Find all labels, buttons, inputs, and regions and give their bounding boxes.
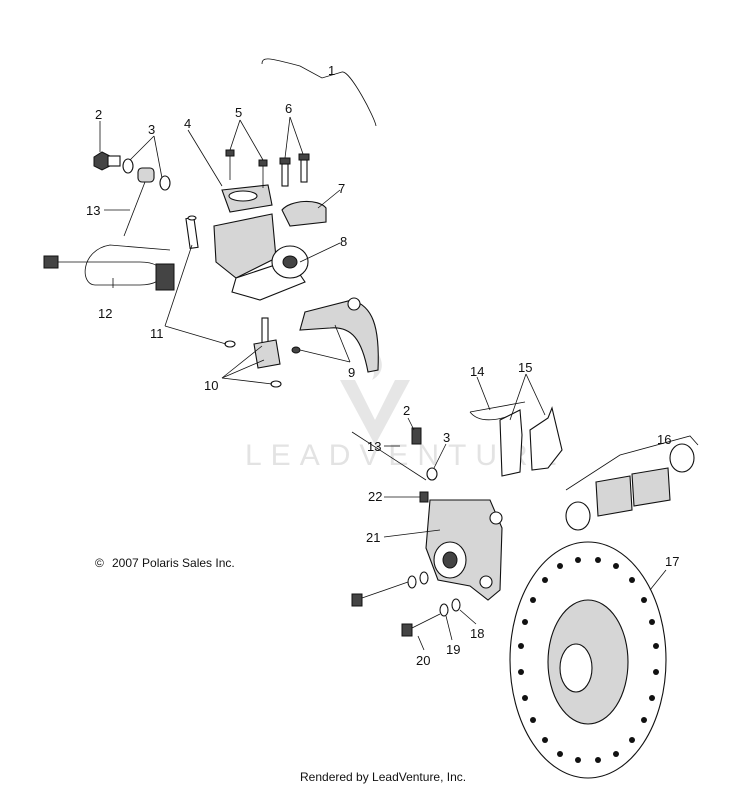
callout-4: 4 <box>184 116 191 131</box>
piston-and-seals <box>565 443 695 531</box>
callout-10: 10 <box>204 378 218 393</box>
clamp-bolts <box>279 153 310 187</box>
callout-17: 17 <box>665 554 679 569</box>
callout-8: 8 <box>340 234 347 249</box>
callout-13-lower: 13 <box>367 439 381 454</box>
master-cylinder-body <box>213 213 309 301</box>
callout-15: 15 <box>518 360 532 375</box>
handlebar-clamp <box>281 200 327 227</box>
leader-lines-upper <box>99 116 351 385</box>
reservoir-cover <box>221 184 273 213</box>
callout-7: 7 <box>338 181 345 196</box>
brake-line-lower <box>351 431 427 481</box>
callout-6: 6 <box>285 101 292 116</box>
banjo-bolt-lower <box>411 427 422 445</box>
disc-holes <box>518 557 659 763</box>
callout-14: 14 <box>470 364 484 379</box>
bleeder-screw <box>419 491 429 503</box>
callout-16: 16 <box>657 432 671 447</box>
brake-switch-harness <box>43 244 175 291</box>
brake-caliper <box>425 499 503 601</box>
leader-lines-lower <box>383 373 667 651</box>
caliper-mount-bolt-lower <box>401 598 461 637</box>
callout-2-upper: 2 <box>95 107 102 122</box>
callout-19: 19 <box>446 642 460 657</box>
washer-upper-b <box>159 175 171 191</box>
callout-9: 9 <box>348 365 355 380</box>
brake-disc <box>509 541 667 779</box>
callout-2-lower: 2 <box>403 403 410 418</box>
callout-21: 21 <box>366 530 380 545</box>
assembly-bracket-16 <box>565 435 699 491</box>
callout-18: 18 <box>470 626 484 641</box>
callout-20: 20 <box>416 653 430 668</box>
callout-12: 12 <box>98 306 112 321</box>
washer-lower <box>426 467 438 481</box>
callout-22: 22 <box>368 489 382 504</box>
washer-upper-a <box>122 158 134 174</box>
pivot-pin-clip <box>224 340 236 348</box>
pivot-pin <box>185 215 199 250</box>
copyright-symbol: © <box>95 556 104 570</box>
footer-rendered-by: Rendered by LeadVenture, Inc. <box>300 770 466 784</box>
copyright-text: 2007 Polaris Sales Inc. <box>112 556 235 570</box>
callout-3-upper: 3 <box>148 122 155 137</box>
callout-13-upper: 13 <box>86 203 100 218</box>
banjo-bolt-upper <box>93 151 121 171</box>
caliper-mount-bolt-upper <box>351 571 429 607</box>
brake-lever <box>299 297 379 373</box>
callout-1: 1 <box>328 63 335 78</box>
lever-pivot-parts <box>253 317 301 388</box>
brake-pads <box>499 406 563 477</box>
assembly-bracket-1 <box>261 58 377 127</box>
brake-line-upper <box>123 167 155 237</box>
callout-11: 11 <box>150 326 164 341</box>
callout-3-lower: 3 <box>443 430 450 445</box>
callout-5: 5 <box>235 105 242 120</box>
